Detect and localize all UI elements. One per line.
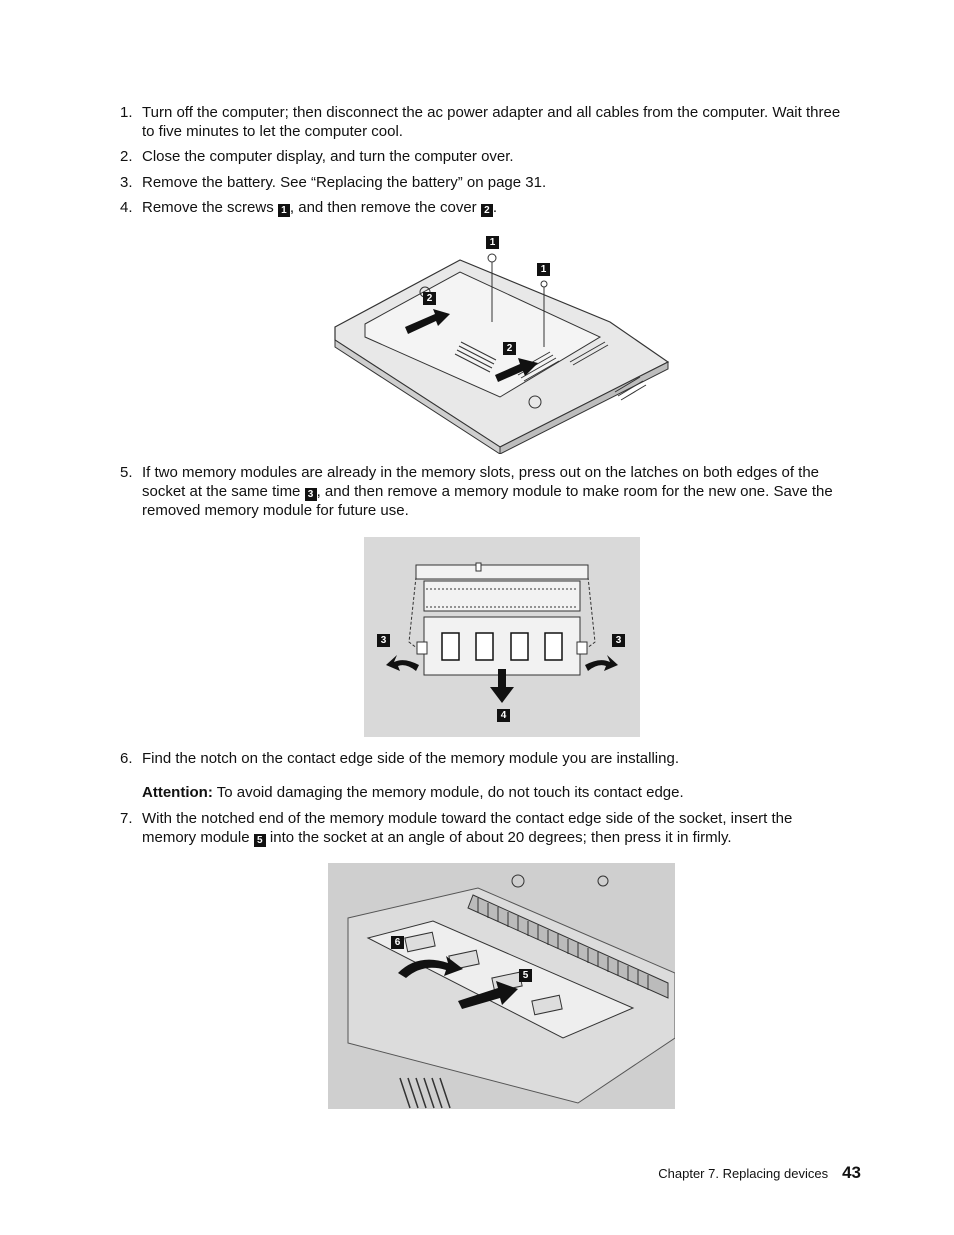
page-number: 43 [842,1163,861,1182]
step-4: 4. Remove the screws 1, and then remove … [120,198,850,217]
figure-callout-2: 2 [423,292,436,305]
figure-callout-2: 2 [503,342,516,355]
step-2: 2. Close the computer display, and turn … [120,147,850,166]
step-text: With the notched end of the memory modul… [142,810,793,847]
step-text: Find the notch on the contact edge side … [142,750,679,767]
step-number: 3. [120,174,133,191]
figure-memory-insertion: 6 5 [328,863,676,1109]
memory-removal-illustration [386,562,618,703]
figure-laptop-bottom-cover: 1 1 2 2 [330,232,675,455]
step-number: 6. [120,750,133,767]
figure-callout-1: 1 [486,236,499,249]
callout-2: 2 [480,204,493,217]
figure-callout-3: 3 [377,634,390,647]
figure-callout-3: 3 [612,634,625,647]
callout-3: 3 [304,488,317,501]
chapter-title: Chapter 7. Replacing devices [658,1166,829,1181]
attention-label: Attention: [142,784,213,801]
step-number: 2. [120,148,133,165]
step-6: 6. Find the notch on the contact edge si… [120,749,850,768]
step-number: 4. [120,199,133,216]
step-1: 1. Turn off the computer; then disconnec… [120,103,850,141]
step-text: Turn off the computer; then disconnect t… [142,104,841,140]
step-text: Remove the battery. See “Replacing the b… [142,174,547,191]
figure-callout-4: 4 [497,709,510,722]
attention-text: To avoid damaging the memory module, do … [216,784,684,801]
step-5: 5. If two memory modules are already in … [120,463,850,520]
memory-insertion-illustration [328,863,676,1109]
step-7: 7. With the notched end of the memory mo… [120,809,850,847]
attention-note: Attention: To avoid damaging the memory … [142,783,842,802]
callout-1: 1 [277,204,290,217]
step-number: 5. [120,464,133,481]
step-number: 1. [120,104,133,121]
page-footer: Chapter 7. Replacing devices 43 [658,1163,861,1183]
figure-memory-removal: 3 3 4 [364,537,640,737]
step-number: 7. [120,810,133,827]
step-text: If two memory modules are already in the… [142,464,833,519]
step-3: 3. Remove the battery. See “Replacing th… [120,173,850,192]
figure-callout-1: 1 [537,263,550,276]
figure-callout-6: 6 [391,936,404,949]
callout-5: 5 [253,834,266,847]
figure-callout-5: 5 [519,969,532,982]
step-text: Remove the screws 1, and then remove the… [142,199,498,217]
step-text: Close the computer display, and turn the… [142,148,514,165]
